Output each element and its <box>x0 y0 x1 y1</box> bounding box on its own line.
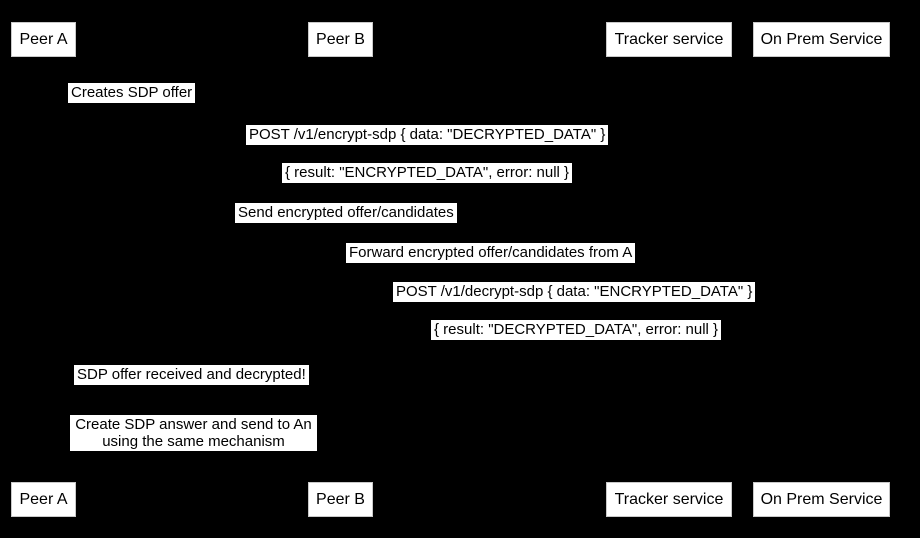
actor-peer-b-bottom: Peer B <box>308 482 373 517</box>
note-line-1: Create SDP answer and send to An <box>75 416 312 433</box>
note-create-sdp-answer: Create SDP answer and send to An using t… <box>70 415 317 451</box>
lifeline-peer-a <box>43 57 44 482</box>
actor-peer-a-top: Peer A <box>11 22 76 57</box>
actor-tracker-service-top: Tracker service <box>606 22 732 57</box>
actor-peer-a-bottom: Peer A <box>11 482 76 517</box>
message-result-decrypted-data: { result: "DECRYPTED_DATA", error: null … <box>431 320 722 340</box>
message-result-encrypted-data: { result: "ENCRYPTED_DATA", error: null … <box>282 163 573 183</box>
actor-peer-b-top: Peer B <box>308 22 373 57</box>
actor-tracker-service-bottom: Tracker service <box>606 482 732 517</box>
actor-on-prem-service-bottom: On Prem Service <box>753 482 890 517</box>
message-send-encrypted-offer: Send encrypted offer/candidates <box>235 203 457 223</box>
message-creates-sdp-offer: Creates SDP offer <box>68 83 196 103</box>
lifeline-peer-b <box>340 57 341 482</box>
message-post-encrypt-sdp: POST /v1/encrypt-sdp { data: "DECRYPTED_… <box>246 125 609 145</box>
lifeline-on-prem-service <box>819 57 820 482</box>
lifeline-tracker-service <box>665 57 666 482</box>
actor-on-prem-service-top: On Prem Service <box>753 22 890 57</box>
message-sdp-offer-received: SDP offer received and decrypted! <box>74 365 309 385</box>
message-forward-encrypted-offer: Forward encrypted offer/candidates from … <box>346 243 636 263</box>
note-line-2: using the same mechanism <box>102 433 285 450</box>
message-post-decrypt-sdp: POST /v1/decrypt-sdp { data: "ENCRYPTED_… <box>393 282 756 302</box>
